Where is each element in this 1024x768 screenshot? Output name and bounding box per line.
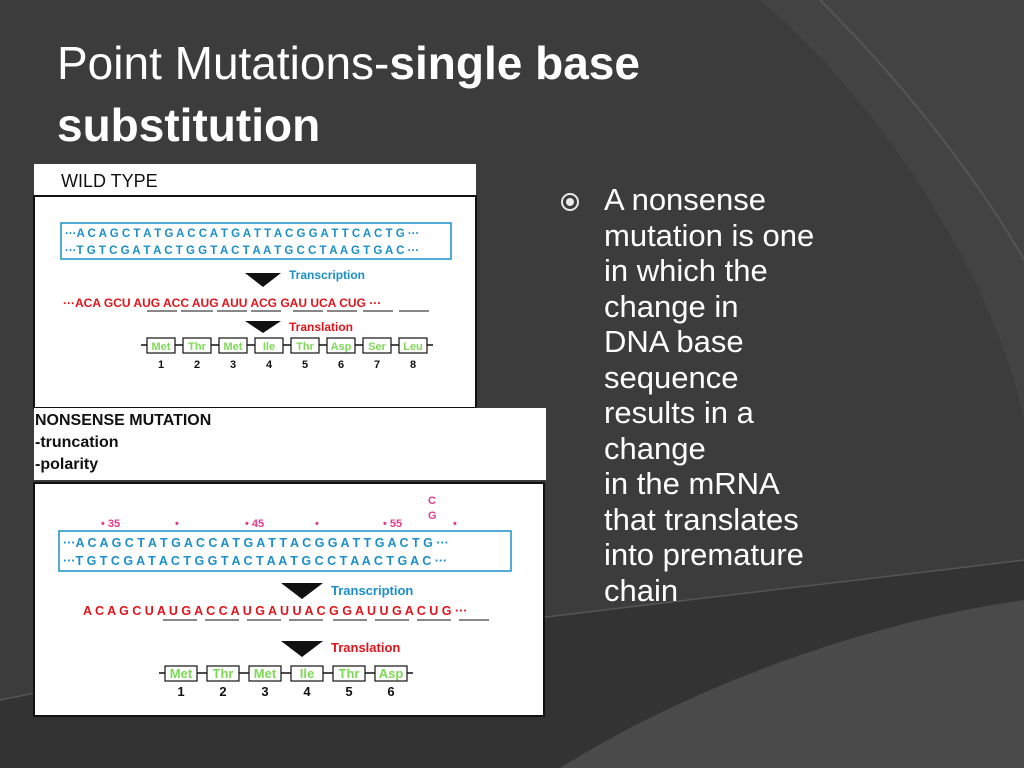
wild-amino-label: Met bbox=[152, 341, 171, 353]
wild-dna-box bbox=[60, 222, 452, 260]
wild-translation-arrow bbox=[245, 321, 281, 333]
wild-dna-top: ···A C A G C T A T G A C C A T G A T T A… bbox=[65, 228, 419, 240]
nonsense-position-number: 5 bbox=[345, 684, 352, 699]
nonsense-transcription-label: Transcription bbox=[331, 583, 413, 598]
wild-position-number: 7 bbox=[374, 359, 380, 371]
wild-translation-label: Translation bbox=[289, 320, 353, 334]
nonsense-amino-label: Met bbox=[254, 666, 277, 681]
nonsense-position-number: 4 bbox=[303, 684, 311, 699]
wild-panel bbox=[33, 195, 477, 409]
nonsense-sub-c: C bbox=[428, 495, 436, 507]
nonsense-amino-label: Thr bbox=[213, 666, 234, 681]
title-plain-part: Point Mutations- bbox=[57, 37, 390, 89]
nonsense-amino-box bbox=[290, 665, 324, 682]
wild-amino-label: Asp bbox=[331, 341, 352, 353]
nonsense-pos-55: • 55 bbox=[383, 518, 402, 530]
wild-dna-bottom: ···T G T C G A T A C T G G T A C T A A T… bbox=[65, 245, 419, 257]
wild-amino-label: Ile bbox=[263, 341, 275, 353]
nonsense-truncation: -truncation bbox=[35, 434, 119, 451]
wild-amino-box bbox=[290, 337, 320, 354]
wild-amino-label: Thr bbox=[296, 341, 314, 353]
nonsense-polarity: -polarity bbox=[35, 456, 98, 473]
nonsense-amino-label: Ile bbox=[300, 666, 314, 681]
nonsense-dot-1: • bbox=[175, 518, 179, 530]
wild-amino-box bbox=[254, 337, 284, 354]
nonsense-position-number: 1 bbox=[177, 684, 184, 699]
nonsense-sub-g: G bbox=[428, 510, 437, 522]
nonsense-amino-label: Asp bbox=[379, 666, 404, 681]
wild-position-number: 4 bbox=[266, 359, 273, 371]
wild-header-box bbox=[34, 164, 476, 196]
nonsense-amino-chain: Met 1 Thr 2 Met 3 Ile 4 Thr 5 Asp 6 bbox=[159, 665, 413, 699]
circle-bullet-icon bbox=[561, 193, 579, 211]
nonsense-pos-35: • 35 bbox=[101, 518, 120, 530]
wild-position-number: 3 bbox=[230, 359, 236, 371]
nonsense-pos-45: • 45 bbox=[245, 518, 264, 530]
nonsense-position-number: 6 bbox=[387, 684, 394, 699]
nonsense-amino-box bbox=[206, 665, 240, 682]
wild-position-number: 5 bbox=[302, 359, 308, 371]
nonsense-translation-arrow bbox=[281, 641, 323, 657]
wild-amino-chain: Met 1 Thr 2 Met 3 Ile 4 Thr 5 Asp 6 Ser 7 Leu 8 bbox=[141, 337, 433, 371]
nonsense-amino-box bbox=[164, 665, 198, 682]
mutation-diagram: WILD TYPE ···A C A G C T A T G A C C A T… bbox=[33, 164, 546, 717]
wild-position-number: 1 bbox=[158, 359, 164, 371]
nonsense-header-box bbox=[34, 408, 546, 480]
wild-amino-box bbox=[218, 337, 248, 354]
wild-header: WILD TYPE bbox=[61, 171, 158, 191]
wild-amino-label: Ser bbox=[368, 341, 386, 353]
wild-position-number: 6 bbox=[338, 359, 344, 371]
nonsense-amino-box bbox=[248, 665, 282, 682]
nonsense-transcription-arrow bbox=[281, 583, 323, 599]
wild-amino-label: Leu bbox=[403, 341, 423, 353]
nonsense-position-number: 2 bbox=[219, 684, 226, 699]
bullet-text: A nonsense mutation is one in which the … bbox=[604, 182, 815, 608]
wild-transcription-label: Transcription bbox=[289, 268, 365, 282]
wild-amino-box bbox=[182, 337, 212, 354]
wild-amino-box bbox=[398, 337, 428, 354]
wild-amino-box bbox=[326, 337, 356, 354]
nonsense-dna-bottom: ···T G T C G A T A C T G G T A C T A A T… bbox=[63, 554, 447, 568]
nonsense-amino-label: Met bbox=[170, 666, 193, 681]
nonsense-panel bbox=[33, 482, 545, 717]
wild-position-number: 8 bbox=[410, 359, 416, 371]
nonsense-dot-3: • bbox=[453, 518, 457, 530]
nonsense-dot-2: • bbox=[315, 518, 319, 530]
wild-transcription-arrow bbox=[245, 273, 281, 287]
nonsense-amino-label: Thr bbox=[339, 666, 360, 681]
wild-amino-label: Thr bbox=[188, 341, 206, 353]
slide-title: Point Mutations-single base substitution bbox=[57, 32, 777, 156]
nonsense-position-number: 3 bbox=[261, 684, 268, 699]
bullet-point: A nonsense mutation is one in which the … bbox=[560, 182, 880, 608]
wild-amino-box bbox=[146, 337, 176, 354]
wild-amino-label: Met bbox=[224, 341, 243, 353]
nonsense-amino-box bbox=[374, 665, 408, 682]
mutation-figure: WILD TYPE ···A C A G C T A T G A C C A T… bbox=[33, 163, 547, 719]
wild-rna: ···ACA GCU AUG ACC AUG AUU ACG GAU UCA C… bbox=[63, 296, 381, 310]
nonsense-header: NONSENSE MUTATION bbox=[35, 412, 211, 429]
nonsense-rna: A C A G C U A U G A C C A U G A U U A C … bbox=[83, 604, 467, 618]
nonsense-amino-box bbox=[332, 665, 366, 682]
nonsense-dna-top: ···A C A G C T A T G A C C A T G A T T A… bbox=[63, 536, 449, 550]
wild-amino-box bbox=[362, 337, 392, 354]
nonsense-translation-label: Translation bbox=[331, 640, 400, 655]
wild-position-number: 2 bbox=[194, 359, 200, 371]
nonsense-dna-box bbox=[58, 530, 512, 572]
title-bold-part: single base substitution bbox=[57, 37, 640, 151]
